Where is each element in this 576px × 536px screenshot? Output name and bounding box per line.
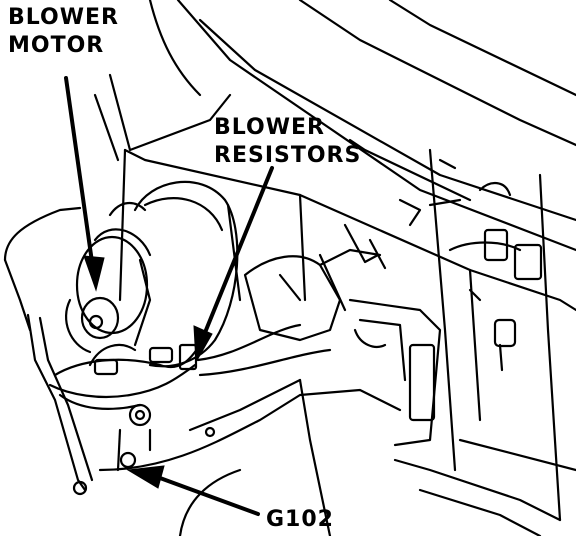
g102-arrow: [126, 465, 260, 516]
right-connectors: [398, 182, 543, 372]
cowl-top-outline: [93, 0, 576, 252]
support-bracket: [3, 206, 94, 496]
blower-motor-body: [65, 228, 152, 354]
wiring-harness: [48, 323, 332, 410]
blower-resistors-label-line1: BLOWER: [214, 115, 325, 140]
g102-label-line1: G102: [266, 507, 334, 532]
ground-stud: [116, 403, 152, 472]
floor-pan: [393, 438, 576, 536]
g102-label: G102: [266, 506, 334, 534]
blower-motor-label-line2: MOTOR: [8, 33, 105, 58]
blower-resistors-arrow: [193, 166, 274, 364]
firewall-panel: [118, 138, 576, 522]
blower-motor-arrow: [64, 76, 105, 292]
blower-resistors-label: BLOWER RESISTORS: [214, 114, 361, 170]
heater-duct: [243, 223, 442, 447]
blower-housing: [108, 180, 242, 368]
blower-motor-label: BLOWER MOTOR: [8, 4, 119, 60]
blower-motor-label-line1: BLOWER: [8, 5, 119, 30]
blower-resistors-label-line2: RESISTORS: [214, 143, 362, 168]
